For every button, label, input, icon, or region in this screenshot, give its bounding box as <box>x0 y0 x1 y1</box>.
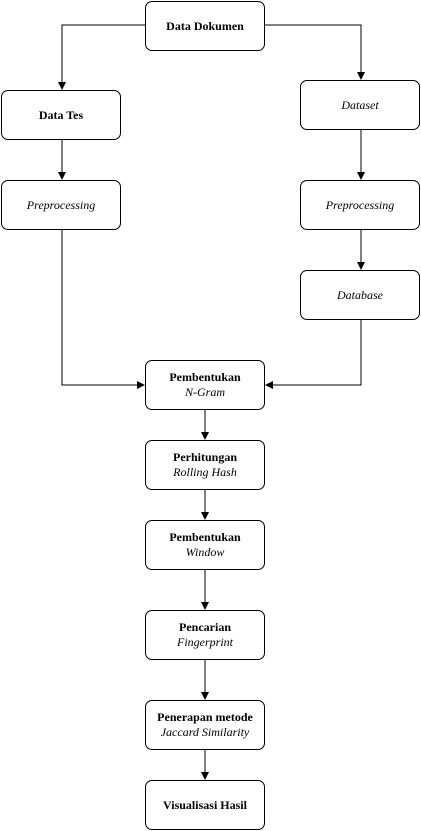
edge-database-to-ngram <box>265 320 362 389</box>
node-label-line2: Window <box>185 545 225 559</box>
node-label: Visualisasi Hasil <box>163 797 247 812</box>
node-pencarian-fingerprint: Pencarian Fingerprint <box>145 610 265 660</box>
node-visualisasi-hasil: Visualisasi Hasil <box>145 780 265 830</box>
node-preprocessing-left: Preprocessing <box>1 180 121 230</box>
node-label-line1: Pembentukan <box>169 370 241 384</box>
node-label: Data Tes <box>38 107 84 122</box>
node-label-line1: Penerapan metode <box>157 710 253 724</box>
node-dataset: Dataset <box>300 80 420 130</box>
node-label: Dataset <box>341 97 379 112</box>
node-label: Preprocessing <box>325 197 395 212</box>
node-pembentukan-ngram: Pembentukan N-Gram <box>145 360 265 410</box>
node-label-line2: Jaccard Similarity <box>160 725 250 739</box>
node-label: Data Dokumen <box>166 18 244 33</box>
node-label-line1: Pencarian <box>179 620 231 634</box>
node-label-line2: Fingerprint <box>177 635 233 649</box>
edge-dokumen-to-dataset <box>265 24 365 80</box>
node-penerapan-jaccard: Penerapan metode Jaccard Similarity <box>145 700 265 750</box>
node-database: Database <box>300 270 420 320</box>
node-preprocessing-right: Preprocessing <box>300 180 420 230</box>
node-label: Preprocessing <box>26 197 96 212</box>
node-label-line2: N-Gram <box>184 385 225 399</box>
node-perhitungan-rolling-hash: Perhitungan Rolling Hash <box>145 440 265 490</box>
node-pembentukan-window: Pembentukan Window <box>145 520 265 570</box>
edge-dokumen-to-datates <box>58 24 145 90</box>
node-label-line2: Rolling Hash <box>173 465 237 479</box>
node-label: Database <box>337 287 383 302</box>
edge-preprocessing-to-ngram <box>61 230 145 389</box>
node-label-line1: Perhitungan <box>172 450 237 464</box>
node-data-dokumen: Data Dokumen <box>145 1 265 51</box>
node-label-line1: Pembentukan <box>169 530 241 544</box>
node-data-tes: Data Tes <box>1 90 121 140</box>
